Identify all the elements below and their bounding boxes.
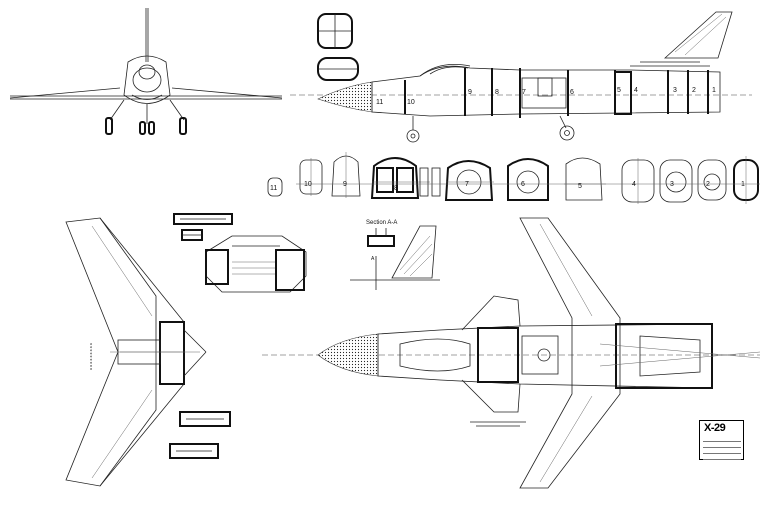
section-a-a-label: Section A-A: [366, 220, 397, 226]
svg-text:4: 4: [632, 181, 636, 188]
svg-text:3: 3: [670, 181, 674, 188]
svg-text:5: 5: [617, 87, 621, 94]
svg-text:7: 7: [522, 89, 526, 96]
wing-plan-view: x x x x x x x x x: [65, 217, 207, 487]
svg-text:9: 9: [468, 89, 472, 96]
section-a-a: Section A-A A: [350, 220, 440, 290]
canopy-sections: [317, 13, 359, 81]
svg-text:5: 5: [578, 183, 582, 190]
side-view: 11 10 9 8 7 6 5 4 3 2 1: [290, 11, 752, 143]
cross-sections: 11 10 9 8 7 6 5 4 3 2 1: [267, 152, 760, 204]
svg-text:11: 11: [270, 185, 277, 192]
title-block-row: [703, 436, 741, 442]
svg-text:6: 6: [521, 181, 525, 188]
part-details: [169, 213, 307, 459]
svg-text:7: 7: [465, 181, 469, 188]
svg-text:6: 6: [570, 89, 574, 96]
svg-text:4: 4: [634, 87, 638, 94]
svg-text:2: 2: [692, 87, 696, 94]
title-block: X-29: [699, 420, 744, 460]
title-block-rows: [703, 436, 741, 460]
svg-text:3: 3: [673, 87, 677, 94]
title-block-row: [703, 454, 741, 460]
svg-text:9: 9: [343, 181, 347, 188]
svg-text:1: 1: [741, 181, 745, 188]
svg-text:8: 8: [495, 89, 499, 96]
svg-text:1: 1: [712, 87, 716, 94]
side-station-labels: 11 10 9 8 7 6 5 4 3 2 1: [376, 87, 716, 106]
svg-text:8: 8: [394, 185, 398, 192]
title-block-row: [703, 442, 741, 448]
svg-text:11: 11: [376, 99, 383, 106]
svg-text:10: 10: [304, 181, 312, 188]
top-view-detail: [470, 421, 526, 427]
drawing-title: X-29: [704, 422, 726, 434]
section-station-labels: 11 10 9 8 7 6 5 4 3 2 1: [270, 181, 745, 192]
svg-text:x x x x x x x x x: x x x x x x x x x: [88, 343, 93, 370]
svg-text:2: 2: [706, 181, 710, 188]
svg-text:10: 10: [407, 99, 415, 106]
title-block-row: [703, 448, 741, 454]
section-marker: A: [371, 256, 375, 262]
top-view: [262, 217, 761, 489]
front-view: [9, 8, 283, 135]
